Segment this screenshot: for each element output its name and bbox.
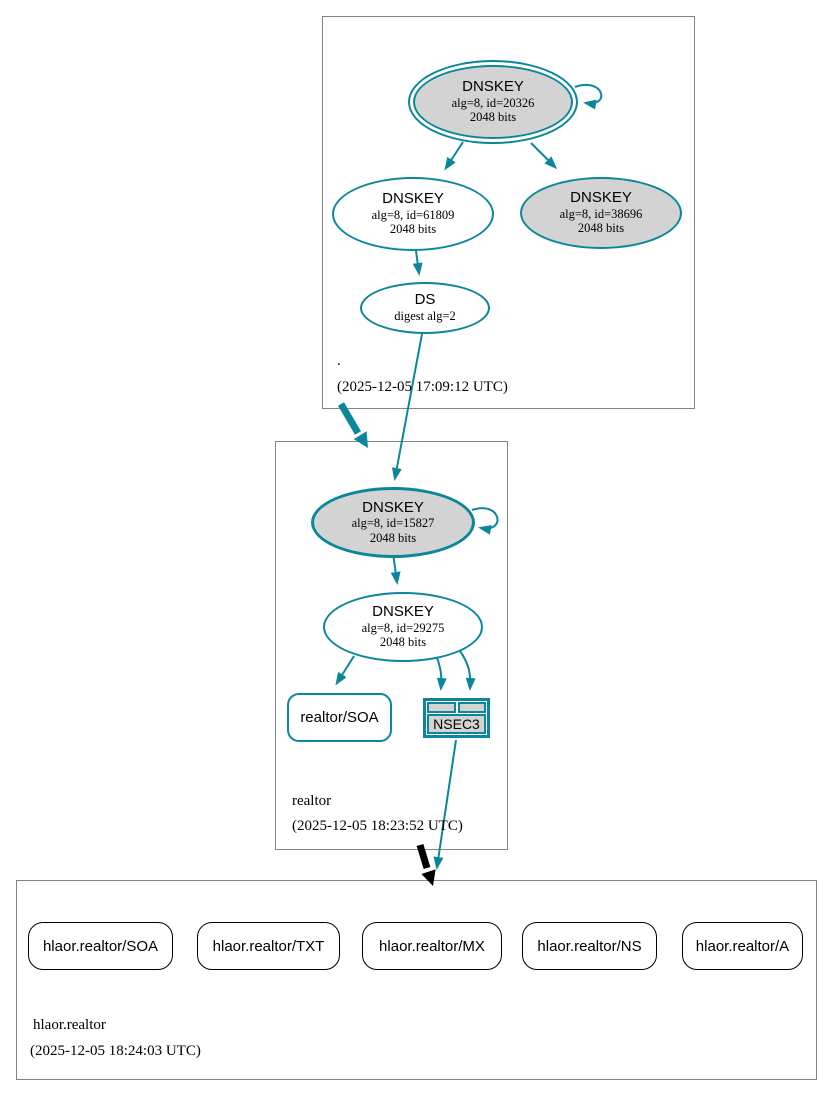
dnskey-20326-bits: 2048 bits [469, 110, 517, 125]
dnskey-61809-detail: alg=8, id=61809 [371, 207, 455, 222]
dnskey-29275-detail: alg=8, id=29275 [361, 620, 445, 635]
dnskey-15827-node[interactable]: DNSKEY alg=8, id=15827 2048 bits [311, 487, 475, 558]
rrset-realtor-soa-label: realtor/SOA [300, 709, 379, 726]
rrset-hlaor-a[interactable]: hlaor.realtor/A [682, 922, 803, 970]
nsec3-cell-right [457, 702, 486, 713]
zone-timestamp-root: (2025-12-05 17:09:12 UTC) [337, 379, 508, 395]
dnskey-20326-detail: alg=8, id=20326 [451, 95, 535, 110]
zone-timestamp-hlaor: (2025-12-05 18:24:03 UTC) [30, 1043, 201, 1059]
dnskey-61809-bits: 2048 bits [389, 222, 437, 237]
dnskey-15827-bits: 2048 bits [369, 530, 417, 545]
zone-timestamp-realtor: (2025-12-05 18:23:52 UTC) [292, 818, 463, 834]
dnskey-29275-title: DNSKEY [372, 603, 434, 620]
zone-label-root: . [337, 353, 341, 369]
zone-label-realtor: realtor [292, 793, 332, 809]
dnskey-38696-title: DNSKEY [570, 189, 632, 206]
nsec3-label: NSEC3 [427, 714, 486, 734]
rrset-hlaor-txt[interactable]: hlaor.realtor/TXT [197, 922, 340, 970]
dnskey-20326-inner: DNSKEY alg=8, id=20326 2048 bits [413, 65, 573, 139]
rrset-hlaor-a-label: hlaor.realtor/A [695, 937, 790, 955]
dnskey-20326-title: DNSKEY [462, 78, 524, 95]
dnskey-61809-title: DNSKEY [382, 190, 444, 207]
rrset-hlaor-soa[interactable]: hlaor.realtor/SOA [28, 922, 173, 970]
nsec3-top-row [427, 702, 486, 713]
zone-box-hlaor-realtor [16, 880, 817, 1080]
zone-label-hlaor: hlaor.realtor [33, 1017, 106, 1033]
dnskey-20326-node[interactable]: DNSKEY alg=8, id=20326 2048 bits [408, 60, 578, 144]
rrset-hlaor-mx-label: hlaor.realtor/MX [379, 937, 485, 955]
rrset-hlaor-ns[interactable]: hlaor.realtor/NS [522, 922, 657, 970]
dnskey-38696-bits: 2048 bits [577, 221, 625, 236]
ds-title: DS [414, 291, 436, 309]
rrset-hlaor-ns-label: hlaor.realtor/NS [537, 937, 642, 955]
ds-node[interactable]: DS digest alg=2 [360, 282, 490, 334]
dnskey-15827-detail: alg=8, id=15827 [351, 516, 435, 530]
dnskey-38696-detail: alg=8, id=38696 [559, 206, 643, 221]
rrset-hlaor-soa-label: hlaor.realtor/SOA [42, 937, 159, 955]
dnskey-15827-title: DNSKEY [362, 498, 424, 516]
nsec3-cell-left [427, 702, 456, 713]
rrset-hlaor-txt-label: hlaor.realtor/TXT [212, 937, 325, 955]
rrset-hlaor-mx[interactable]: hlaor.realtor/MX [362, 922, 502, 970]
rrset-realtor-soa[interactable]: realtor/SOA [287, 693, 392, 742]
dnskey-38696-node[interactable]: DNSKEY alg=8, id=38696 2048 bits [520, 177, 682, 249]
dnskey-29275-node[interactable]: DNSKEY alg=8, id=29275 2048 bits [323, 592, 483, 662]
dnskey-29275-bits: 2048 bits [379, 635, 427, 650]
dnskey-61809-node[interactable]: DNSKEY alg=8, id=61809 2048 bits [332, 177, 494, 251]
nsec3-node[interactable]: NSEC3 [423, 698, 490, 738]
ds-detail: digest alg=2 [394, 308, 456, 323]
